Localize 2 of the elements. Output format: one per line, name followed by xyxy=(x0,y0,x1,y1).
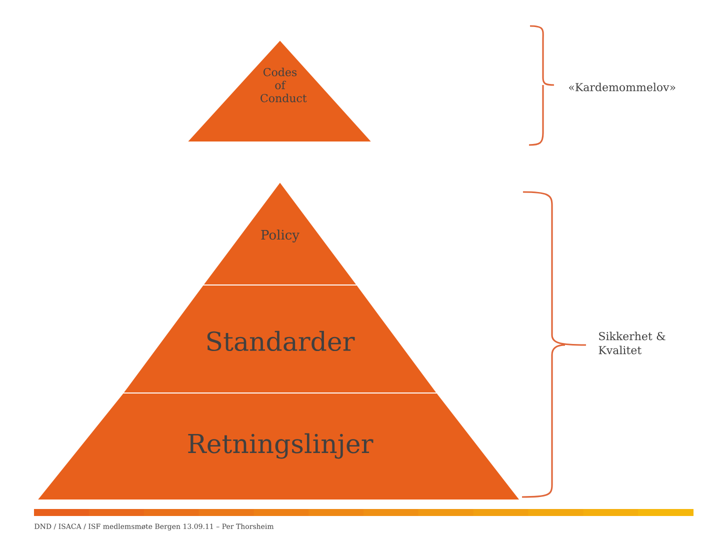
bracket-label: «Kardemommelov» xyxy=(569,82,676,92)
bracket-label: Sikkerhet & Kvalitet xyxy=(598,332,666,354)
